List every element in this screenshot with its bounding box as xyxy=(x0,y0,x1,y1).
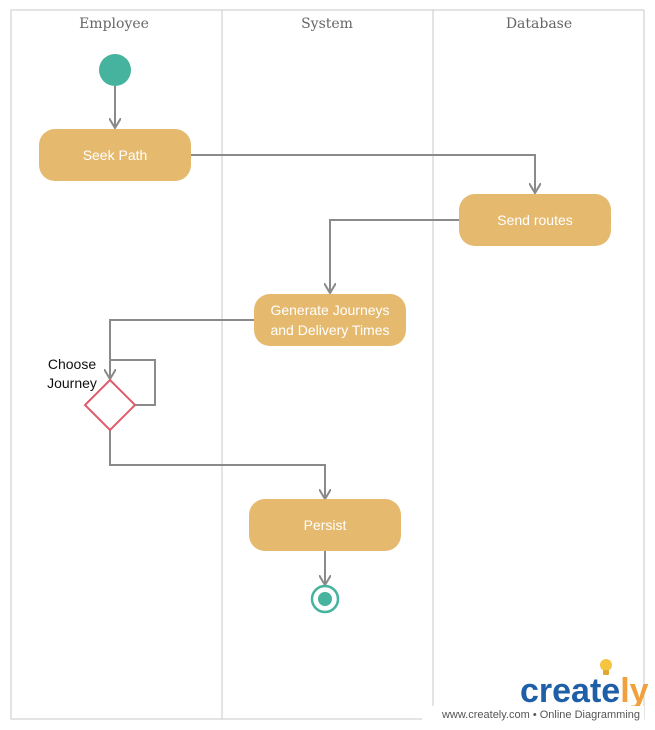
decision-label-line2: Journey xyxy=(47,375,97,391)
connector-decision-self-loop xyxy=(110,359,156,406)
activity-label: Send routes xyxy=(497,212,573,228)
activity-seek-path[interactable]: Seek Path xyxy=(39,129,191,181)
creately-logo: creately xyxy=(520,659,649,710)
activity-label: Seek Path xyxy=(83,147,148,163)
activity-label-line2: and Delivery Times xyxy=(270,322,389,338)
footer-background xyxy=(422,706,644,722)
activity-persist[interactable]: Persist xyxy=(249,499,401,551)
swimlanes: Employee System Database xyxy=(10,9,645,720)
activity-generate-journeys[interactable]: Generate Journeys and Delivery Times xyxy=(254,294,406,346)
connector-send-to-generate xyxy=(330,219,459,293)
lightbulb-icon xyxy=(600,659,612,675)
brand-wordmark: creately xyxy=(520,672,649,710)
start-node[interactable] xyxy=(99,54,131,86)
activity-box xyxy=(39,129,191,181)
lane-title-system: System xyxy=(301,16,353,32)
lane-title-database: Database xyxy=(506,16,572,32)
lane-title-employee: Employee xyxy=(79,16,149,32)
activity-label: Persist xyxy=(304,517,347,533)
footer-text: www.creately.com • Online Diagramming xyxy=(441,709,640,721)
decision-label-line1: Choose xyxy=(48,356,96,372)
end-node[interactable] xyxy=(310,584,340,614)
activity-label-line1: Generate Journeys xyxy=(270,302,389,318)
activity-send-routes[interactable]: Send routes xyxy=(459,194,611,246)
lanes-border xyxy=(10,9,645,720)
connector-generate-to-decision xyxy=(110,319,254,379)
connector-seek-to-send xyxy=(191,154,535,193)
activity-box xyxy=(254,294,406,346)
connectors xyxy=(110,86,535,585)
activity-box xyxy=(249,499,401,551)
decision-choose-journey[interactable] xyxy=(83,378,137,432)
end-node-dot xyxy=(318,592,332,606)
decision-diamond xyxy=(83,378,137,432)
connector-decision-to-persist xyxy=(109,430,325,499)
activity-box xyxy=(459,194,611,246)
